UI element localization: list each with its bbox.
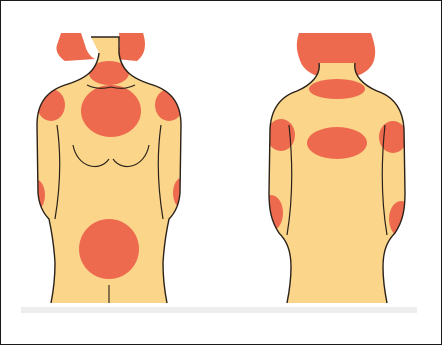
illustration-panel [21, 23, 417, 313]
front-figure [25, 33, 193, 303]
back-figure [259, 33, 413, 303]
body-diagram [21, 23, 417, 313]
front-spot-left-elbow [25, 179, 45, 211]
back-spot-mid-back [307, 127, 367, 159]
back-spot-upper-neck [309, 79, 365, 99]
back-spot-right-arm [389, 201, 413, 237]
front-spot-right-elbow [173, 177, 193, 209]
front-spot-abdomen [79, 219, 139, 279]
front-spot-chest [81, 85, 141, 137]
panel-shadow [21, 307, 417, 313]
front-hair-left [56, 33, 95, 61]
